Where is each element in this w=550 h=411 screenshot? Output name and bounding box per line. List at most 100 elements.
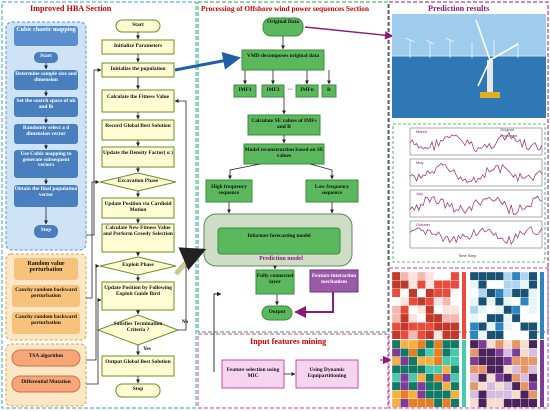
heatmap-cell <box>417 356 426 366</box>
heatmap-cell <box>520 322 529 331</box>
cubic-step-3: Randomly select a d dimension vector <box>22 125 70 137</box>
heatmap-cell <box>391 305 401 315</box>
heatmap-cell <box>425 313 435 323</box>
heatmap-cell <box>425 280 435 289</box>
heatmap-cell <box>520 288 529 298</box>
heatmap-cell <box>486 348 496 357</box>
heatmap-cell <box>417 297 426 306</box>
cubic-step-4: Use Cubic mapping to generate subsequent… <box>20 151 72 169</box>
heatmap-cell <box>408 381 418 391</box>
heatmap-cell <box>478 297 487 306</box>
heatmap-cell <box>503 348 513 357</box>
heatmap-cell <box>478 356 487 366</box>
heatmap-cell <box>495 322 504 331</box>
heatmap-cell <box>442 381 451 391</box>
heatmap-cell <box>520 313 529 323</box>
heatmap-cell <box>408 297 418 306</box>
heatmap-cell <box>495 297 504 306</box>
heatmap-cell <box>408 365 418 374</box>
heatmap-cell <box>400 271 409 281</box>
heatmap-cell <box>469 280 479 289</box>
series-original <box>409 132 543 153</box>
prediction-section-title: Prediction results <box>428 4 490 13</box>
heatmap-cell <box>442 305 451 315</box>
heatmap-cell <box>442 356 451 366</box>
perturb-title: Random value perturbation <box>27 261 65 274</box>
heatmap-cell <box>495 313 504 323</box>
proc-original: Original Data <box>267 19 299 25</box>
heatmap-cell <box>469 322 479 331</box>
heatmap-cell <box>442 297 451 306</box>
heatmap-cell <box>486 330 496 340</box>
heatmap-cell <box>503 365 513 374</box>
heatmap-cell <box>511 330 521 340</box>
heatmap-cell <box>425 348 435 357</box>
heatmap-cell <box>442 390 451 399</box>
heatmap-cell <box>528 365 538 374</box>
heatmap-cell <box>486 390 496 399</box>
proc-vmd: VMD decomposes original data <box>246 53 320 59</box>
heatmap-cell <box>478 322 487 331</box>
heatmap-cell <box>391 365 401 374</box>
heatmap-cell <box>495 381 504 391</box>
heatmap-cell <box>450 339 460 349</box>
heatmap-colorbar <box>462 340 466 407</box>
heatmap-cell <box>408 390 418 399</box>
heatmap-cell <box>442 280 451 289</box>
proc-reconstruct: Model reconstruction based on SE values <box>244 147 324 159</box>
heatmap-cell <box>511 390 521 399</box>
heatmap-cell <box>391 398 401 408</box>
chart-legend-original: Original <box>500 127 514 132</box>
heatmap-cell <box>511 373 521 383</box>
heatmap-cell <box>450 313 460 323</box>
flow-update-pos: Update Position via Cardioid Motion <box>104 201 172 213</box>
heatmap-cell <box>400 280 409 289</box>
heatmap-cell <box>400 297 409 306</box>
heatmap-cell <box>433 322 443 331</box>
heatmap-cell <box>520 330 529 340</box>
heatmap-cell <box>442 398 451 408</box>
heatmap-cell <box>486 356 496 366</box>
heatmap-cell <box>400 381 409 391</box>
heatmap-cell <box>469 313 479 323</box>
flow-fitness: Calculate the Fitness Value <box>106 94 170 100</box>
heatmap-frame <box>388 267 549 409</box>
heatmap-cell <box>408 398 418 408</box>
heatmap-cell <box>442 365 451 374</box>
heatmap-cell <box>425 398 435 408</box>
heatmap-cell <box>469 348 479 357</box>
heatmap-cell <box>503 305 513 315</box>
series-proposed <box>409 195 543 216</box>
heatmap-cell <box>442 330 451 340</box>
proc-feature-int: Feature interaction mechanism <box>311 273 357 285</box>
heatmap-cell <box>391 313 401 323</box>
heatmap-cell <box>478 339 487 349</box>
heatmap-cell <box>528 305 538 315</box>
heatmap-cell <box>478 381 487 391</box>
heatmap-cell <box>450 356 460 366</box>
proc-output: Output <box>268 309 286 315</box>
heatmap-cell <box>450 365 460 374</box>
heatmap-cell <box>478 305 487 315</box>
heatmap-cell <box>417 390 426 399</box>
heatmap-cell <box>528 373 538 383</box>
heatmap-cell <box>417 348 426 357</box>
perturb-item-2: Cauchy random backward perturbation <box>15 314 77 326</box>
heatmap-cell <box>433 288 443 298</box>
heatmap-cell <box>511 271 521 281</box>
heatmap-cell <box>433 280 443 289</box>
heatmap-cell <box>503 297 513 306</box>
chart-panel-frame <box>409 189 543 218</box>
flow-yes: Yes <box>143 346 151 352</box>
heatmap-cell <box>442 288 451 298</box>
heatmap-cell <box>528 271 538 281</box>
heatmap-cell <box>450 322 460 331</box>
heatmap-cell <box>469 271 479 281</box>
heatmap-cell <box>478 348 487 357</box>
heatmap-cell <box>486 381 496 391</box>
heatmap-cell <box>520 280 529 289</box>
chart-panel-may: May <box>416 160 424 165</box>
cubic-step-5: Obtain the final population vector <box>14 186 78 198</box>
flow-record: Record Global Best Solution <box>105 123 171 129</box>
heatmap-cell <box>417 322 426 331</box>
